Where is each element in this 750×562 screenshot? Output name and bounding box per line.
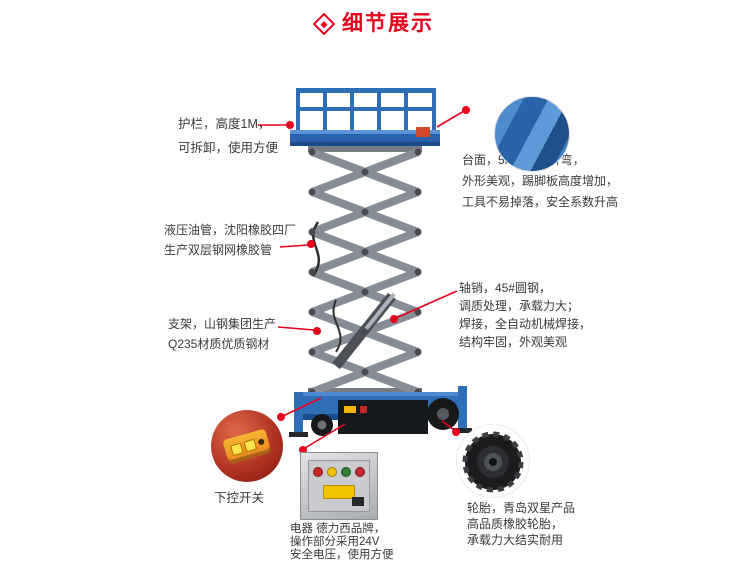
callout-text-line: 工具不易掉落，安全系数升高 xyxy=(462,195,619,209)
panel-button-yellow-icon xyxy=(327,467,337,477)
platform-detail-photo xyxy=(494,96,570,172)
lift-outriggers-graphic xyxy=(289,386,472,437)
callout-text-line: 安全电压，使用方便 xyxy=(290,549,394,561)
page-header: 细节展示 xyxy=(0,12,750,36)
hydraulic-rod xyxy=(364,292,396,331)
callout-text-line: 护栏，高度1M， xyxy=(178,117,271,131)
callout-text-line: 电器 德力西品牌， xyxy=(290,523,386,535)
scissor-top-channel xyxy=(308,146,422,152)
callout-text-line: 轴销，45#圆钢， xyxy=(459,281,552,295)
hydraulic-hose xyxy=(311,221,320,277)
panel-switch-icon xyxy=(352,497,364,506)
tire-detail-photo xyxy=(456,424,530,498)
callout-electric: 电器 德力西品牌， 操作部分采用24V 安全电压，使用方便 xyxy=(290,523,394,562)
control-panel-face xyxy=(308,460,370,512)
remote-control-body xyxy=(222,428,272,465)
callout-text-line: 结构牢固，外观美观 xyxy=(459,335,568,349)
scissor-bottom-channel xyxy=(308,388,422,394)
remote-button-icon xyxy=(230,442,244,457)
callout-lines xyxy=(258,110,465,449)
callout-text-line: 液压油管，沈阳橡胶四厂 xyxy=(164,223,297,237)
lift-wheels-graphic xyxy=(311,398,459,436)
lift-platform-graphic xyxy=(290,127,440,146)
callout-guardrail: 护栏，高度1M， 可拆卸，使用方便 xyxy=(178,112,278,160)
callout-pin: 轴销，45#圆钢， 调质处理，承载力大； 焊接，全自动机械焊接， 结构牢固，外观… xyxy=(459,279,591,351)
callout-text-line: 焊接，全自动机械焊接， xyxy=(459,317,592,331)
panel-button-green-icon xyxy=(341,467,351,477)
control-panel-photo xyxy=(300,452,378,520)
scissor-arms-graphic xyxy=(310,148,420,396)
callout-text-line: 轮胎，青岛双星产品 xyxy=(467,501,576,515)
callout-tire: 轮胎，青岛双星产品 高品质橡胶轮胎， 承载力大结实耐用 xyxy=(467,500,575,548)
remote-knob-icon xyxy=(257,438,265,446)
panel-button-red-icon xyxy=(313,467,323,477)
callout-text-line: 可拆卸，使用方便 xyxy=(178,141,279,155)
page-title: 细节展示 xyxy=(342,12,434,35)
callout-text-line: 高品质橡胶轮胎， xyxy=(467,517,564,531)
callout-text-line: 操作部分采用24V xyxy=(290,536,380,548)
callout-hose: 液压油管，沈阳橡胶四厂 生产双层钢网橡胶管 xyxy=(164,220,296,260)
diamond-icon xyxy=(312,12,336,36)
panel-warning-label xyxy=(323,485,355,499)
remote-control-photo xyxy=(211,410,283,482)
tire-graphic xyxy=(462,431,524,493)
callout-text-line: 支架，山钢集团生产 xyxy=(168,317,277,331)
remote-button-icon xyxy=(243,438,258,453)
callout-remote-label: 下控开关 xyxy=(214,491,265,505)
callout-text-line: 承载力大结实耐用 xyxy=(467,533,564,547)
lift-guardrail-graphic xyxy=(296,88,436,132)
panel-button-red2-icon xyxy=(355,467,365,477)
hydraulic-hose-2 xyxy=(332,299,342,353)
callout-dots xyxy=(277,106,470,454)
callout-text-line: Q235材质优质钢材 xyxy=(168,337,270,351)
callout-text-line: 调质处理，承载力大； xyxy=(459,299,580,313)
callout-text-line: 外形美观，踢脚板高度增加， xyxy=(462,174,619,188)
callout-frame: 支架，山钢集团生产 Q235材质优质钢材 xyxy=(168,314,276,354)
callout-text-line: 生产双层钢网橡胶管 xyxy=(164,243,273,257)
